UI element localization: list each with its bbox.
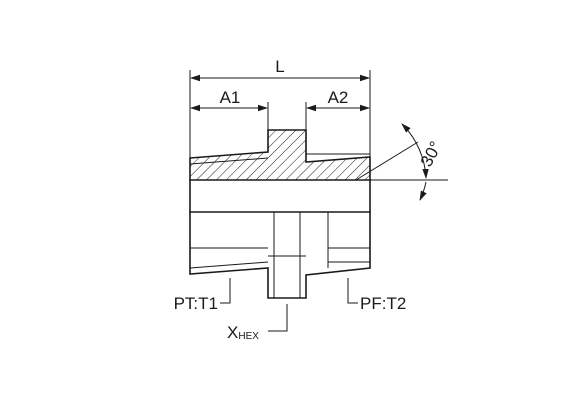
label-A1: A1 (220, 88, 241, 107)
leader-pt (220, 278, 231, 304)
label-thread-right: PF:T2 (360, 294, 406, 313)
section-hatch (190, 130, 370, 180)
label-angle: 30° (417, 138, 446, 170)
angle-arc (401, 123, 429, 179)
label-hex: XHEX (227, 323, 259, 342)
leader-hex (268, 304, 288, 332)
label-A2: A2 (328, 88, 349, 107)
label-L: L (275, 57, 284, 76)
label-thread-left: PT:T1 (174, 294, 218, 313)
leader-pf (347, 278, 358, 304)
label-hex-sub: HEX (238, 331, 259, 342)
thread-line-left-top (189, 157, 269, 165)
label-hex-main: X (227, 323, 238, 342)
thread-line-left-bottom-2 (189, 261, 269, 269)
angle-arc-lower (419, 181, 427, 201)
